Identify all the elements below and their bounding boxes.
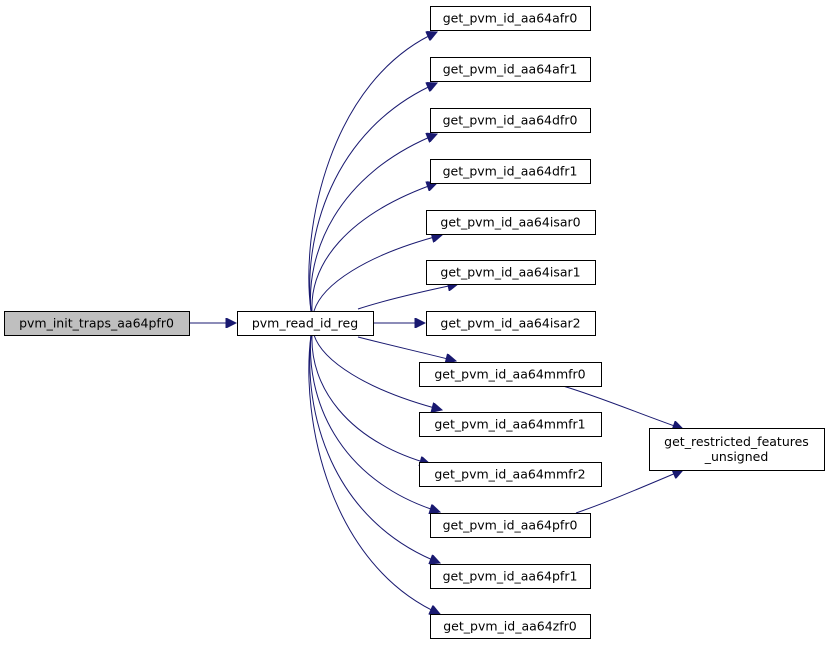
node-label: get_pvm_id_aa64pfr1	[443, 569, 578, 584]
edge-read-to-mmfr1	[313, 334, 442, 410]
node-box	[4, 311, 190, 336]
node-pfr1[interactable]: get_pvm_id_aa64pfr1	[430, 564, 591, 589]
node-label: get_pvm_id_aa64mmfr2	[434, 467, 585, 482]
edge-read-to-pfr0	[309, 334, 440, 512]
node-box	[426, 260, 596, 285]
node-mmfr2[interactable]: get_pvm_id_aa64mmfr2	[419, 462, 602, 487]
node-label: get_pvm_id_aa64pfr0	[443, 518, 578, 533]
node-label: get_pvm_id_aa64mmfr0	[434, 367, 585, 382]
node-box	[649, 428, 825, 471]
node-isar1[interactable]: get_pvm_id_aa64isar1	[426, 260, 596, 285]
node-zfr0[interactable]: get_pvm_id_aa64zfr0	[430, 614, 591, 639]
node-box	[430, 57, 591, 82]
node-label: _unsigned	[704, 449, 769, 464]
edge-read-to-isar0	[313, 235, 442, 312]
node-box	[419, 462, 602, 487]
node-label: pvm_init_traps_aa64pfr0	[19, 316, 174, 331]
node-read[interactable]: pvm_read_id_reg	[237, 311, 374, 336]
edge-read-to-dfr1	[311, 183, 437, 312]
node-box	[237, 311, 374, 336]
node-box	[430, 159, 591, 184]
edge-mmfr0-to-restricted	[562, 385, 683, 429]
node-label: pvm_read_id_reg	[252, 316, 358, 331]
node-root[interactable]: pvm_init_traps_aa64pfr0	[4, 311, 190, 336]
node-box	[430, 6, 591, 31]
edges-layer	[189, 32, 683, 614]
node-box	[430, 108, 591, 133]
edge-read-to-dfr0	[309, 134, 437, 312]
node-pfr0[interactable]: get_pvm_id_aa64pfr0	[430, 513, 591, 538]
node-label: get_pvm_id_aa64afr0	[443, 11, 578, 26]
node-label: get_pvm_id_aa64dfr1	[443, 164, 578, 179]
edge-read-to-pfr1	[309, 334, 440, 563]
node-label: get_pvm_id_aa64zfr0	[443, 619, 577, 634]
node-box	[426, 210, 596, 235]
node-box	[419, 362, 602, 387]
edge-read-to-zfr0	[308, 334, 440, 614]
node-afr0[interactable]: get_pvm_id_aa64afr0	[430, 6, 591, 31]
node-isar2[interactable]: get_pvm_id_aa64isar2	[426, 311, 596, 336]
node-label: get_pvm_id_aa64isar1	[440, 265, 580, 280]
node-label: get_pvm_id_aa64isar2	[440, 316, 580, 331]
node-box	[430, 614, 591, 639]
node-box	[419, 412, 602, 437]
edge-read-to-mmfr0	[357, 336, 456, 361]
edge-read-to-mmfr2	[311, 334, 430, 464]
node-label: get_restricted_features	[664, 434, 809, 449]
node-isar0[interactable]: get_pvm_id_aa64isar0	[426, 210, 596, 235]
edge-read-to-afr0	[308, 32, 437, 312]
node-mmfr0[interactable]: get_pvm_id_aa64mmfr0	[419, 362, 602, 387]
node-label: get_pvm_id_aa64mmfr1	[434, 417, 585, 432]
node-mmfr1[interactable]: get_pvm_id_aa64mmfr1	[419, 412, 602, 437]
node-restricted[interactable]: get_restricted_features_unsigned	[649, 428, 825, 471]
edge-pfr0-to-restricted	[575, 470, 683, 514]
node-dfr0[interactable]: get_pvm_id_aa64dfr0	[430, 108, 591, 133]
node-dfr1[interactable]: get_pvm_id_aa64dfr1	[430, 159, 591, 184]
node-afr1[interactable]: get_pvm_id_aa64afr1	[430, 57, 591, 82]
node-label: get_pvm_id_aa64dfr0	[443, 113, 578, 128]
node-label: get_pvm_id_aa64afr1	[443, 62, 578, 77]
edge-read-to-afr1	[309, 83, 437, 312]
node-box	[426, 311, 596, 336]
node-label: get_pvm_id_aa64isar0	[440, 215, 580, 230]
node-box	[430, 564, 591, 589]
edge-read-to-isar1	[357, 284, 458, 310]
node-box	[430, 513, 591, 538]
